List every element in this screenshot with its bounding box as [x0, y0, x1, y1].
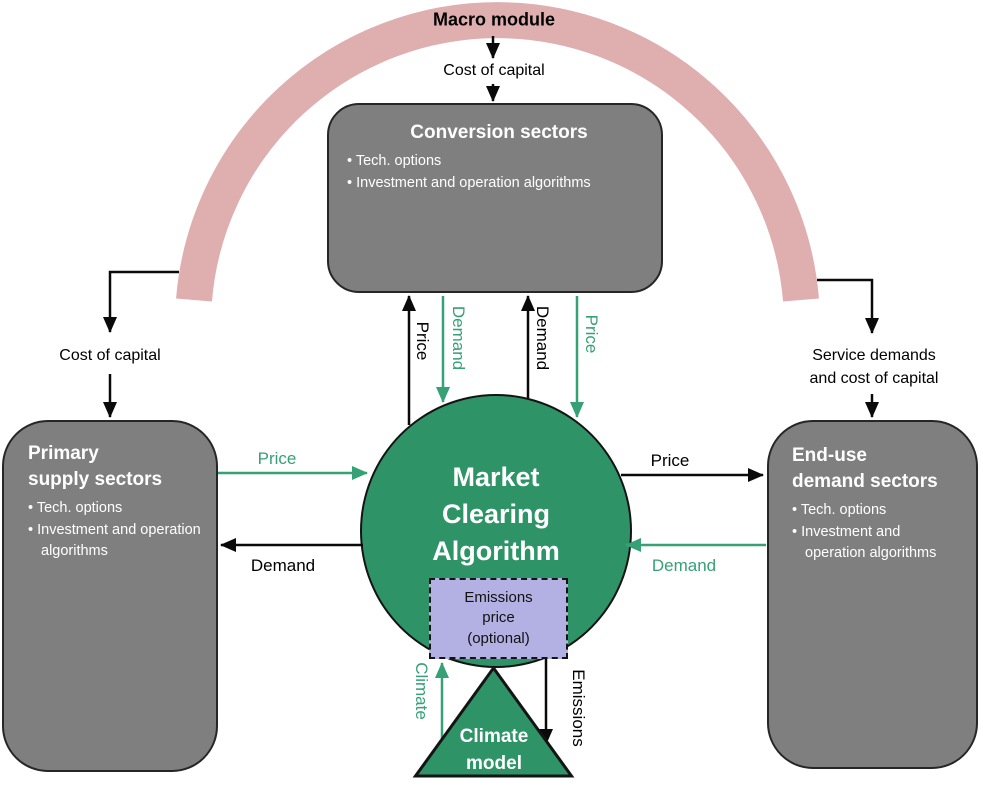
service-demands-line2: and cost of capital: [809, 370, 939, 387]
supply-title-line1: Primary: [28, 443, 99, 464]
primary-supply-sectors-box: Primary supply sectors Tech. options Inv…: [2, 420, 218, 772]
supply-sectors-bullets: Tech. options Investment and operation a…: [28, 498, 204, 563]
supply-sectors-title: Primary supply sectors: [28, 441, 204, 493]
macro-module-label: Macro module: [432, 9, 556, 30]
enduse-demand-label: Demand: [651, 556, 717, 575]
conversion-sectors-title: Conversion sectors: [410, 122, 588, 143]
conv-demand-down-label: Demand: [449, 305, 468, 371]
emissions-box-line1: Emissions: [464, 588, 533, 606]
emissions-box-line3: (optional): [467, 629, 530, 647]
demand-title-line2: demand sectors: [792, 471, 938, 492]
service-demands-label: Service demands and cost of capital: [810, 344, 939, 390]
supply-price-label: Price: [257, 449, 297, 468]
conversion-sectors-box: Conversion sectors Tech. options Investm…: [327, 103, 663, 293]
climate-model-line2: model: [466, 753, 522, 774]
market-circle-line2: Clearing: [441, 498, 551, 529]
emissions-price-box: Emissions price (optional): [429, 578, 568, 659]
climate-arrow-label: Climate: [412, 662, 431, 720]
market-circle-line3: Algorithm: [432, 535, 560, 566]
conv-demand-up-label: Demand: [533, 305, 552, 371]
end-use-demand-sectors-box: End-use demand sectors Tech. options Inv…: [767, 420, 978, 769]
service-demands-line1: Service demands: [812, 347, 936, 364]
conv-price-up-label: Price: [413, 321, 432, 361]
supply-title-line2: supply sectors: [28, 469, 163, 490]
emissions-box-line2: price: [482, 609, 515, 627]
bullet-item: Tech. options: [792, 500, 938, 522]
climate-model-label: Climate model: [460, 723, 529, 777]
bullet-item: Investment and operation algorithms: [792, 522, 938, 565]
bullet-item: Investment and operation algorithms: [347, 173, 651, 195]
conv-price-down-label: Price: [582, 314, 601, 354]
cost-of-capital-top-label: Cost of capital: [443, 62, 545, 79]
market-clearing-circle: Market Clearing Algorithm: [360, 394, 632, 668]
bullet-item: Tech. options: [28, 498, 204, 520]
macro-module-arc: [176, 2, 819, 302]
bullet-item: Tech. options: [347, 151, 651, 173]
enduse-price-label: Price: [650, 451, 690, 470]
bullet-item: Investment and operation algorithms: [28, 520, 204, 563]
demand-sectors-title: End-use demand sectors: [792, 443, 938, 495]
supply-demand-label: Demand: [250, 556, 316, 575]
emissions-arrow-label: Emissions: [569, 669, 588, 747]
climate-model-line1: Climate: [459, 726, 529, 747]
market-circle-line1: Market: [452, 461, 540, 492]
demand-title-line1: End-use: [792, 445, 867, 466]
demand-sectors-bullets: Tech. options Investment and operation a…: [792, 500, 938, 565]
cost-of-capital-left-label: Cost of capital: [59, 347, 161, 364]
conversion-sectors-bullets: Tech. options Investment and operation a…: [347, 151, 651, 194]
